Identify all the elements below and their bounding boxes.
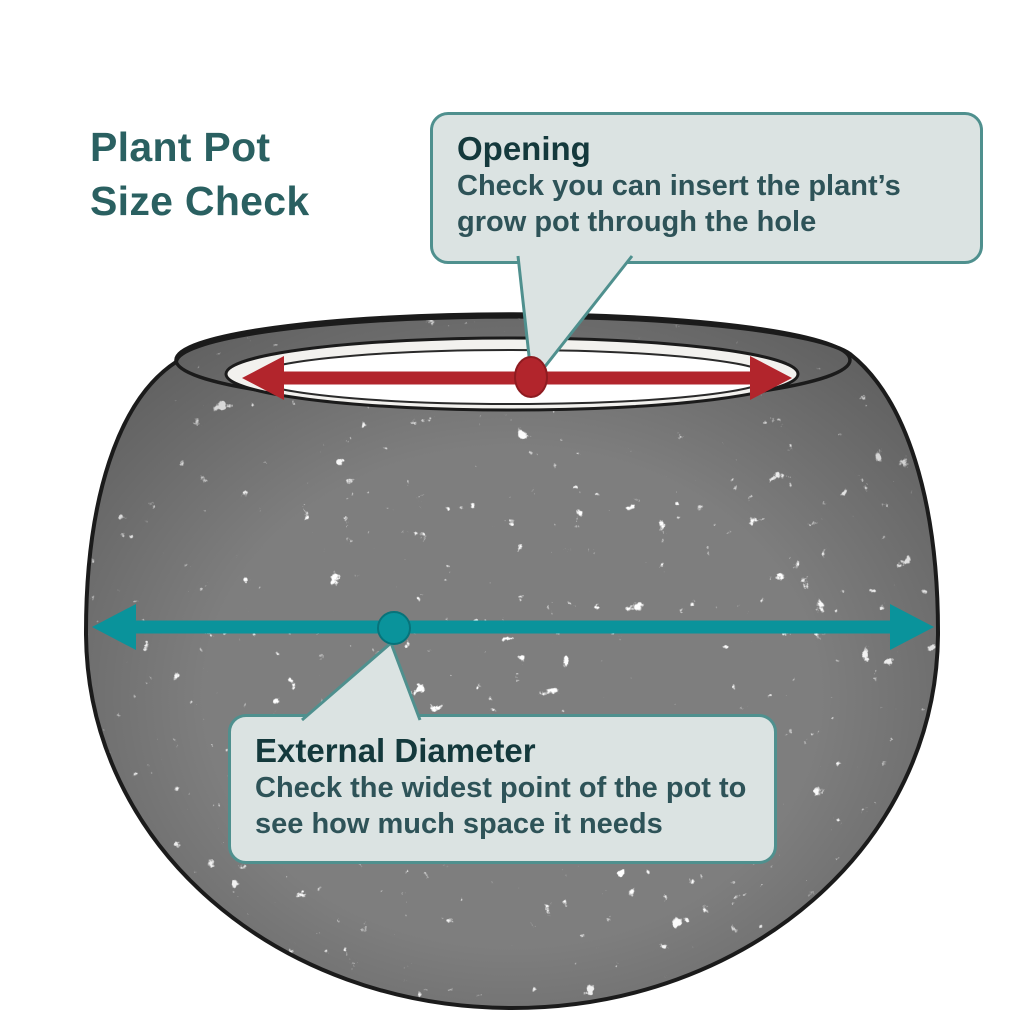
- callout-external-diameter-body: Check the widest point of the pot to see…: [255, 772, 747, 840]
- external-arrowhead-left: [92, 604, 136, 650]
- callout-opening: Opening Check you can insert the plant’s…: [430, 112, 983, 264]
- callout-opening-body: Check you can insert the plant’s grow po…: [457, 170, 901, 238]
- page-title-line1: Plant Pot: [90, 124, 271, 170]
- callout-external-diameter-heading: External Diameter: [255, 732, 536, 769]
- external-diameter-arrow: [92, 604, 934, 650]
- external-arrowhead-right: [890, 604, 934, 650]
- page-title: Plant Pot Size Check: [90, 120, 310, 228]
- page-title-line2: Size Check: [90, 178, 310, 225]
- callout-external-diameter: External Diameter Check the widest point…: [228, 714, 777, 864]
- callout-opening-heading: Opening: [457, 130, 591, 167]
- opening-arrowhead-right: [750, 356, 792, 400]
- opening-arrowhead-left: [242, 356, 284, 400]
- pot-body: [84, 314, 940, 1010]
